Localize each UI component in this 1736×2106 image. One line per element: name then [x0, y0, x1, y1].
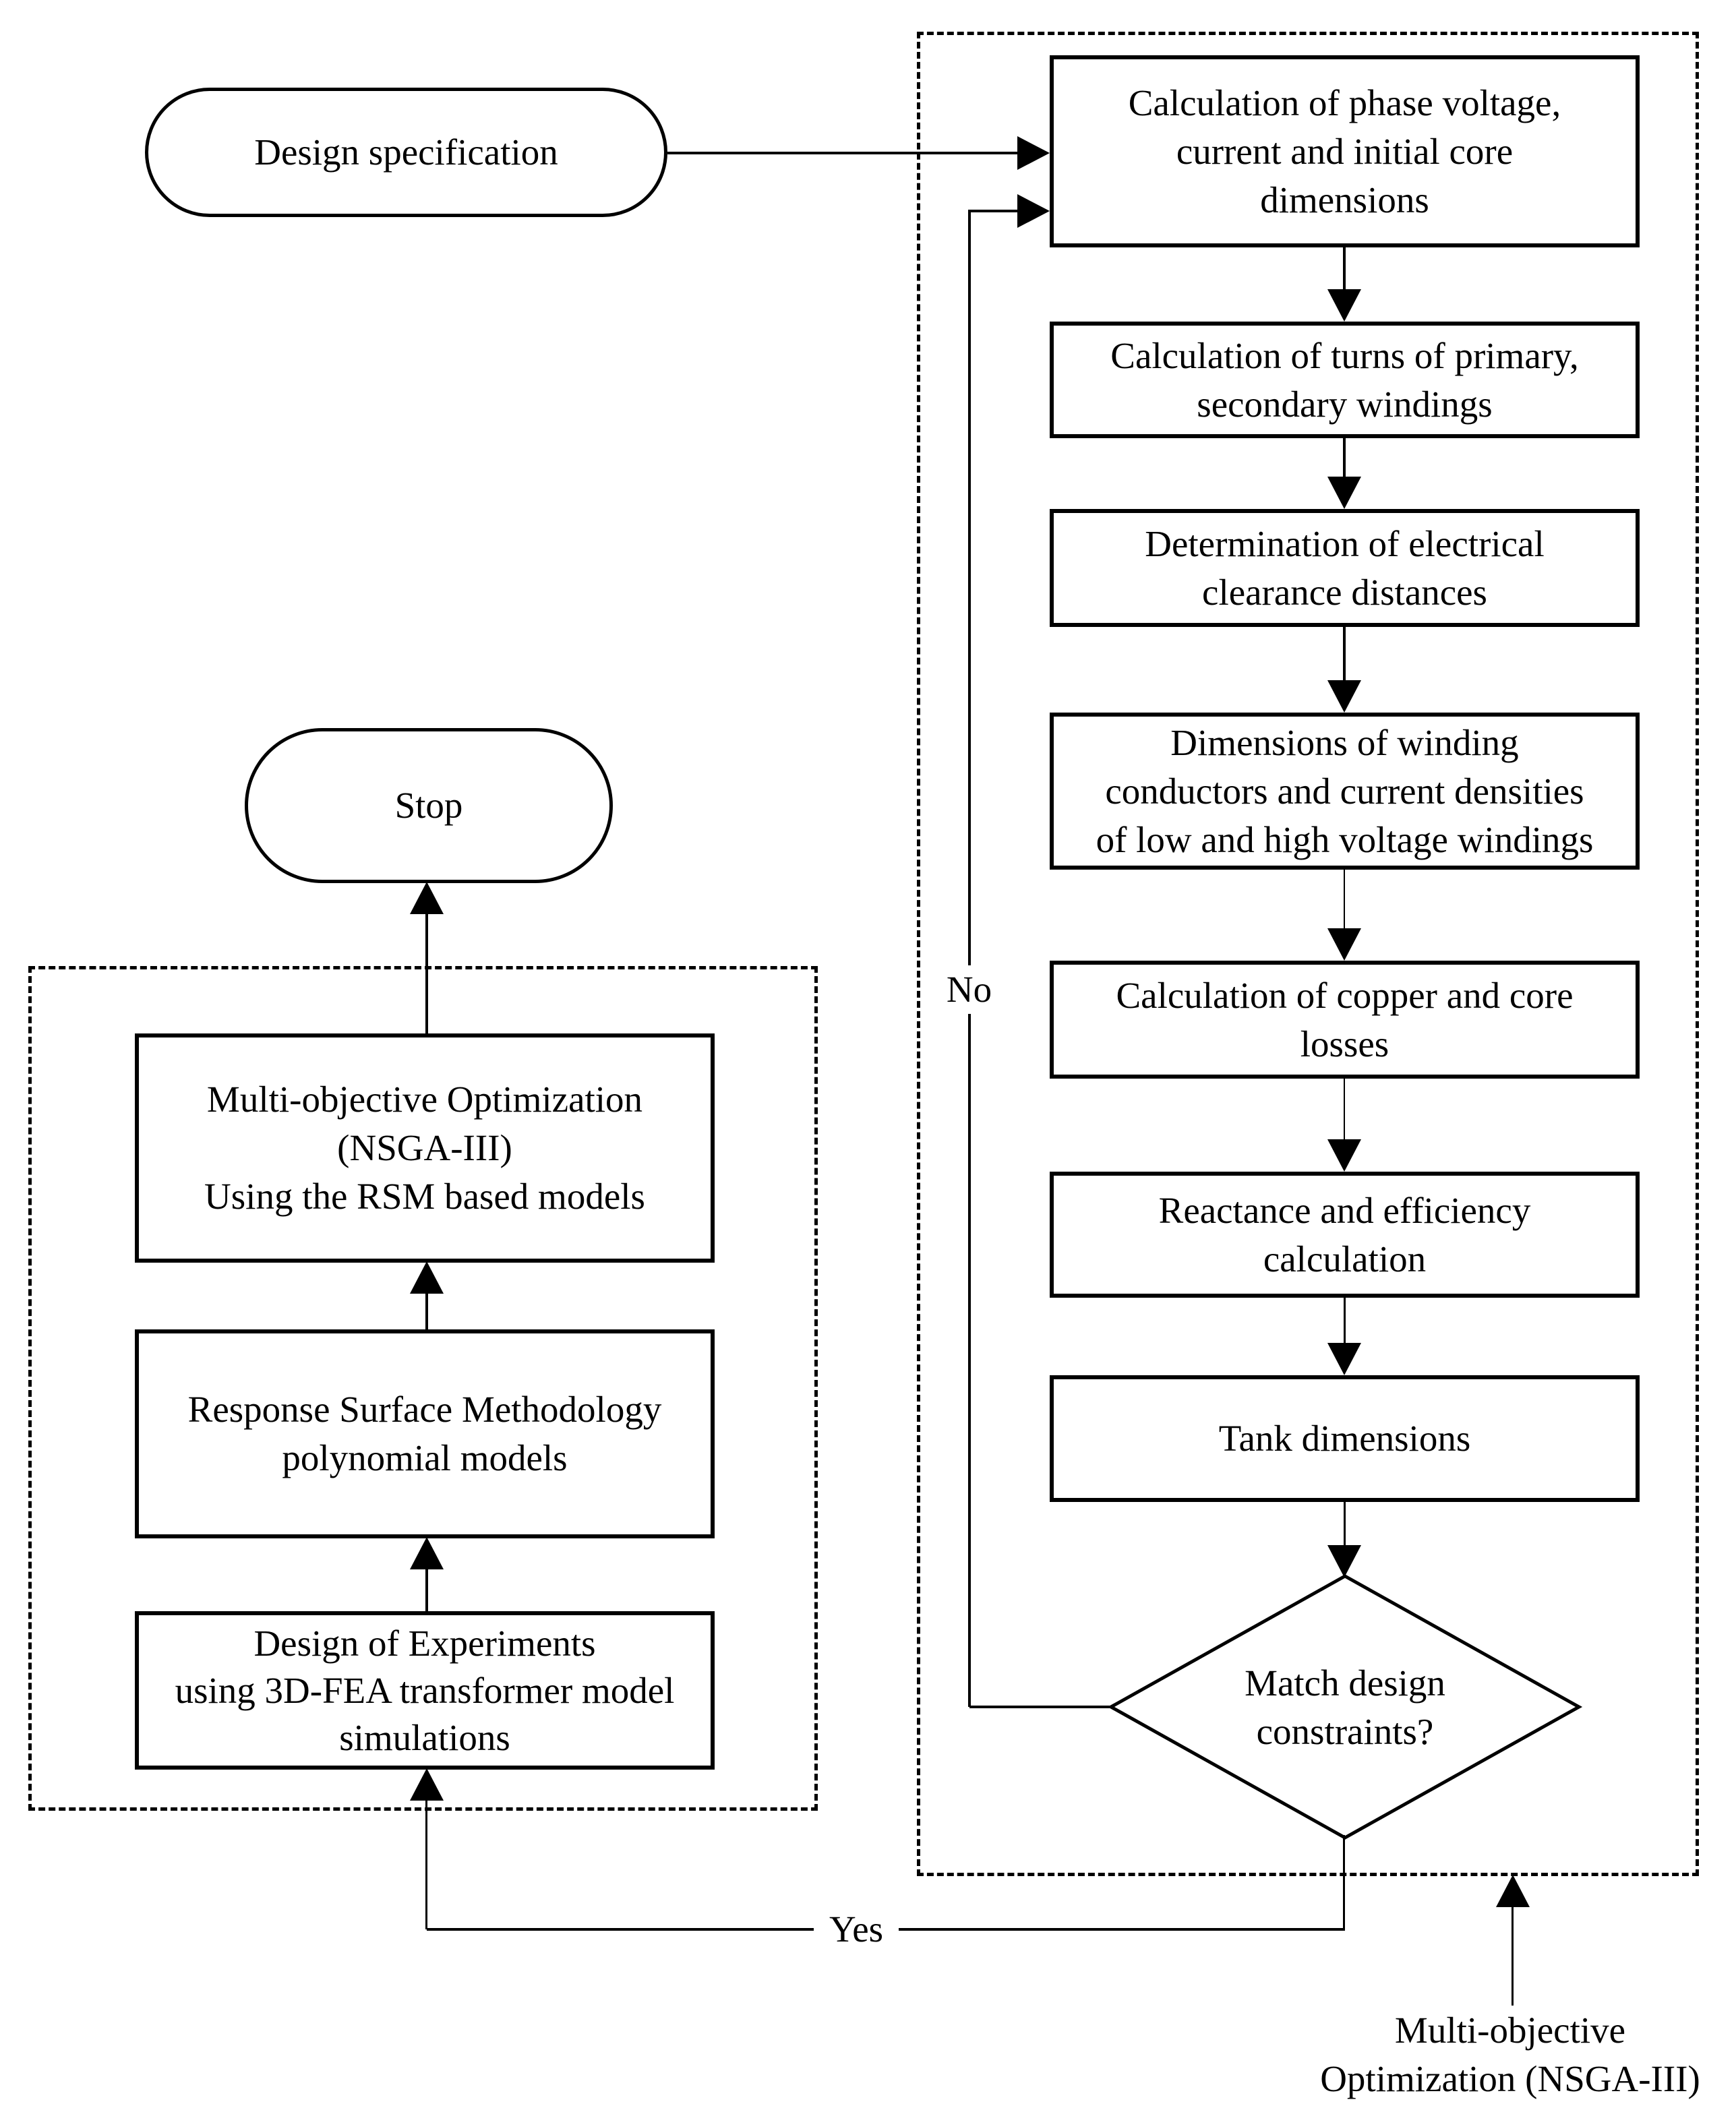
arrowhead-down-icon: [1327, 1545, 1361, 1577]
arrowhead-up-icon: [1496, 1875, 1530, 1907]
nsga-loop-group-border: [917, 32, 1699, 1876]
flow-line-start-to-step1: [667, 152, 1017, 154]
step-copper-core-losses: Calculation of copper and core losses: [1050, 961, 1640, 1079]
decision-label: Match design constraints?: [1245, 1662, 1445, 1752]
annotation-arrow-line: [1511, 1907, 1514, 2006]
flow-line: [425, 1294, 428, 1329]
step-moo-nsga: Multi-objective Optimization (NSGA-III) …: [135, 1033, 715, 1263]
arrowhead-up-icon: [410, 1261, 444, 1294]
flow-line: [1343, 247, 1346, 291]
flow-line: [1344, 1079, 1345, 1140]
start-node-design-specification: Design specification: [145, 88, 667, 217]
step-label: Calculation of turns of primary, seconda…: [1110, 334, 1579, 425]
step-label: Calculation of phase voltage, current an…: [1128, 82, 1561, 220]
arrowhead-down-icon: [1327, 928, 1361, 961]
step-label: Multi-objective Optimization (NSGA-III) …: [204, 1079, 645, 1217]
step-reactance-efficiency: Reactance and efficiency calculation: [1050, 1172, 1640, 1298]
step-tank-dimensions: Tank dimensions: [1050, 1375, 1640, 1502]
arrowhead-down-icon: [1327, 680, 1361, 713]
flow-line: [425, 1569, 428, 1611]
step-conductor-dimensions: Dimensions of winding conductors and cur…: [1050, 713, 1640, 870]
stop-node-label: Stop: [394, 785, 463, 826]
arrowhead-right-icon: [1017, 194, 1050, 228]
step-label: Determination of electrical clearance di…: [1145, 522, 1545, 613]
yes-line-up: [425, 1801, 427, 1929]
decision-diamond-shape: [1107, 1574, 1583, 1840]
step-rsm-models: Response Surface Methodology polynomial …: [135, 1329, 715, 1538]
stop-node: Stop: [245, 728, 613, 883]
no-loop-line-bottom: [969, 1706, 1113, 1708]
arrowhead-down-icon: [1327, 289, 1361, 322]
rsm-group-border: [28, 966, 818, 1811]
step-winding-turns: Calculation of turns of primary, seconda…: [1050, 322, 1640, 438]
arrowhead-right-icon: [1017, 136, 1050, 170]
step-label: Reactance and efficiency calculation: [1158, 1189, 1531, 1280]
no-label: No: [934, 965, 1005, 1014]
step-label: Design of Experiments using 3D-FEA trans…: [175, 1622, 675, 1758]
arrowhead-up-icon: [410, 1537, 444, 1569]
flow-line: [1344, 1298, 1346, 1344]
arrowhead-down-icon: [1327, 1139, 1361, 1172]
arrowhead-up-icon: [410, 1768, 444, 1801]
flow-line: [1344, 870, 1345, 929]
yes-label: Yes: [814, 1905, 899, 1954]
no-loop-line-top: [969, 210, 1019, 212]
flow-line: [425, 914, 428, 1033]
step-label: Response Surface Methodology polynomial …: [187, 1389, 662, 1478]
step-doe-simulations: Design of Experiments using 3D-FEA trans…: [135, 1611, 715, 1770]
start-node-label: Design specification: [254, 131, 558, 173]
step-label: Calculation of copper and core losses: [1116, 974, 1574, 1064]
flow-line: [1343, 438, 1346, 478]
no-loop-line-vertical: [968, 210, 971, 1707]
step-label: Tank dimensions: [1218, 1418, 1471, 1459]
yes-line-from-diamond: [1343, 1835, 1345, 1931]
flow-line: [1344, 1502, 1346, 1546]
arrowhead-down-icon: [1327, 477, 1361, 509]
arrowhead-down-icon: [1327, 1343, 1361, 1375]
step-clearance-distances: Determination of electrical clearance di…: [1050, 509, 1640, 627]
decision-match-constraints: Match design constraints?: [1106, 1571, 1584, 1844]
flow-line: [1343, 627, 1346, 681]
annotation-label: Multi-objective Optimization (NSGA-III): [1320, 2010, 1700, 2099]
step-label: Dimensions of winding conductors and cur…: [1096, 721, 1594, 860]
step-phase-voltage: Calculation of phase voltage, current an…: [1050, 55, 1640, 247]
arrowhead-up-icon: [410, 882, 444, 914]
